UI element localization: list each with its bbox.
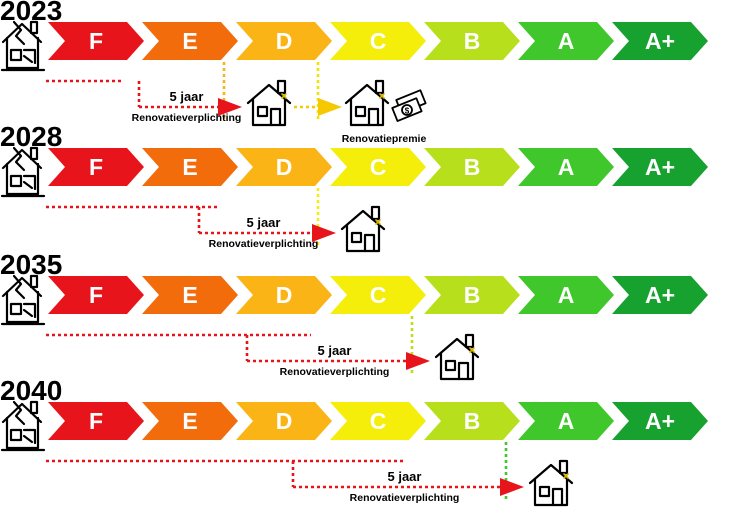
energy-label-text: F (89, 154, 103, 180)
energy-label-text: A+ (645, 282, 675, 308)
energy-label-b (424, 276, 520, 314)
energy-label-text: B (464, 408, 481, 434)
damaged-house-icon (0, 20, 46, 72)
damaged-house-icon (0, 146, 46, 198)
energy-label-b (424, 148, 520, 186)
energy-label-c (330, 148, 426, 186)
energy-label-a-plus (612, 22, 708, 60)
svg-text:$: $ (405, 107, 410, 116)
energy-label-a (518, 148, 614, 186)
energy-label-d (236, 402, 332, 440)
energy-label-e (142, 148, 238, 186)
energy-label-text: B (464, 28, 481, 54)
energy-label-f (48, 148, 144, 186)
energy-label-a-plus (612, 276, 708, 314)
obligation-label: Renovatieverplichting (350, 492, 460, 504)
energy-label-text: E (182, 28, 197, 54)
energy-label-a-plus (612, 148, 708, 186)
energy-label-text: A+ (645, 408, 675, 434)
energy-label-f (48, 276, 144, 314)
damaged-house-icon (0, 400, 46, 452)
energy-label-c (330, 402, 426, 440)
duration-label: 5 jaar (170, 89, 204, 104)
energy-label-text: B (464, 282, 481, 308)
energy-label-text: E (182, 408, 197, 434)
year-label: 2035 (0, 249, 62, 280)
energy-label-a (518, 402, 614, 440)
bonus-label: Renovatiepremie (342, 133, 427, 145)
energy-label-d (236, 148, 332, 186)
energy-label-d (236, 22, 332, 60)
energy-label-f (48, 22, 144, 60)
energy-label-e (142, 402, 238, 440)
house-icon (528, 459, 574, 507)
energy-label-c (330, 22, 426, 60)
duration-label: 5 jaar (247, 215, 281, 230)
energy-label-b (424, 402, 520, 440)
house-icon (340, 205, 386, 253)
energy-label-text: F (89, 408, 103, 434)
energy-label-text: E (182, 282, 197, 308)
house-icon (246, 79, 292, 127)
obligation-label: Renovatieverplichting (280, 366, 390, 378)
energy-label-c (330, 276, 426, 314)
energy-label-a (518, 276, 614, 314)
energy-label-e (142, 22, 238, 60)
year-label: 2040 (0, 375, 62, 406)
house-icon (344, 79, 390, 127)
duration-label: 5 jaar (388, 469, 422, 484)
energy-label-e (142, 276, 238, 314)
energy-label-text: D (276, 282, 293, 308)
energy-label-text: C (370, 154, 387, 180)
energy-label-d (236, 276, 332, 314)
energy-label-text: C (370, 282, 387, 308)
arrow-head (500, 478, 524, 496)
house-icon (434, 333, 480, 381)
energy-label-text: C (370, 408, 387, 434)
energy-label-text: F (89, 28, 103, 54)
energy-label-text: C (370, 28, 387, 54)
arrow-head (312, 224, 336, 242)
energy-label-b (424, 22, 520, 60)
arrow-head (406, 352, 430, 370)
energy-label-text: F (89, 282, 103, 308)
energy-label-text: A (558, 408, 575, 434)
energy-label-text: A (558, 154, 575, 180)
energy-label-a-plus (612, 402, 708, 440)
money-bills-icon: $ (391, 89, 427, 122)
energy-label-text: D (276, 408, 293, 434)
energy-label-a (518, 22, 614, 60)
bonus-arrow-head (318, 98, 342, 116)
arrow-head (218, 98, 242, 116)
year-label: 2028 (0, 121, 62, 152)
duration-label: 5 jaar (318, 343, 352, 358)
obligation-label: Renovatieverplichting (132, 112, 242, 124)
damaged-house-icon (0, 274, 46, 326)
obligation-label: Renovatieverplichting (209, 238, 319, 250)
energy-label-text: E (182, 154, 197, 180)
energy-label-text: B (464, 154, 481, 180)
energy-label-f (48, 402, 144, 440)
energy-label-text: A (558, 28, 575, 54)
energy-label-text: A (558, 282, 575, 308)
energy-label-text: A+ (645, 154, 675, 180)
energy-label-text: D (276, 154, 293, 180)
energy-label-text: D (276, 28, 293, 54)
energy-label-text: A+ (645, 28, 675, 54)
